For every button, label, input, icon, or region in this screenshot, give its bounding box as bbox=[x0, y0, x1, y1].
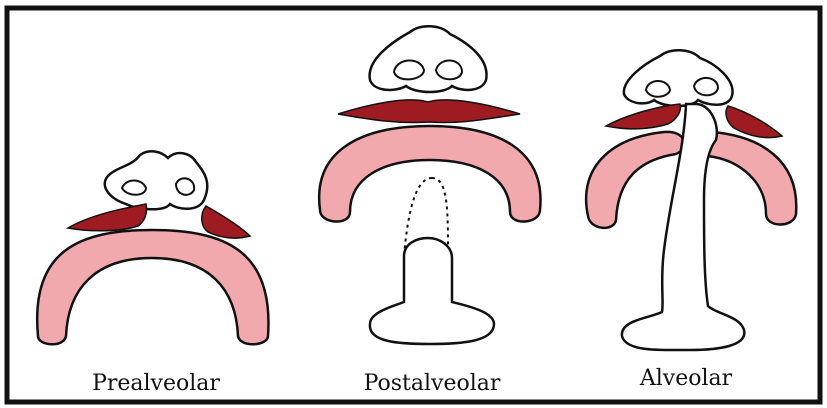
nostril-left-icon bbox=[394, 60, 424, 79]
panel-label-prealveolar: Prealveolar bbox=[92, 371, 220, 396]
nostril-left-icon bbox=[122, 181, 146, 195]
nostril-right-icon bbox=[176, 178, 194, 194]
panel-label-alveolar: Alveolar bbox=[639, 366, 733, 391]
panel-label-postalveolar: Postalveolar bbox=[364, 371, 501, 396]
nostril-right-icon bbox=[436, 60, 462, 79]
nostril-left-icon bbox=[646, 81, 670, 97]
nostril-right-icon bbox=[694, 78, 718, 95]
